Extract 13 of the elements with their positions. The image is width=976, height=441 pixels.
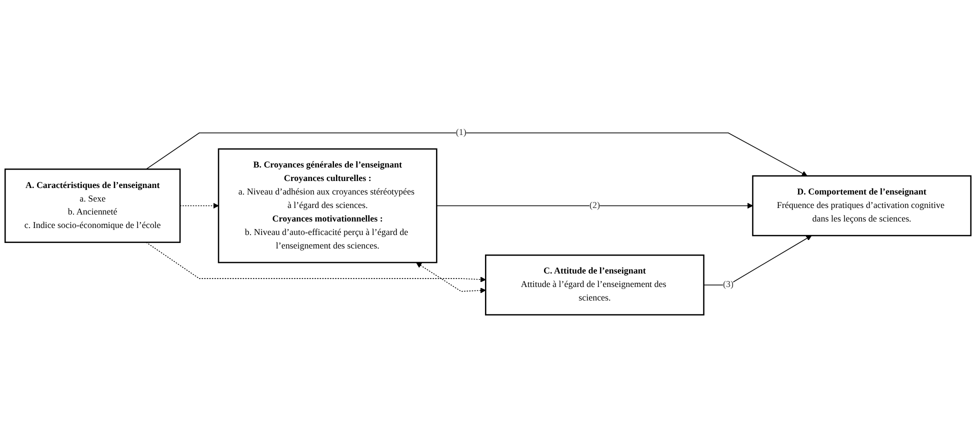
node-box: A. Caractéristiques de l’enseignant a. Sexe b. Ancienneté c. Indice socio-économique de l’école	[4, 168, 181, 243]
arrow	[436, 202, 753, 209]
arrow	[146, 132, 808, 176]
edge-label: (2)	[589, 200, 600, 211]
node-box: C. Attitude de l’enseignant Attitude à l’égard de l’enseignement des sciences.	[485, 254, 704, 316]
edge-label: (1)	[456, 128, 466, 138]
arrow	[703, 235, 812, 286]
node-box: D. Comportement de l’enseignant Fréquence des pratiques d’activation cognitive dans les leçons de sciences.	[752, 175, 972, 236]
arrow	[146, 242, 486, 282]
node-box: B. Croyances générales de l’enseignant Croyances culturelles : a. Niveau d’adhésion aux croyances stéréotypées à l’égard des sciences. Croyances motivationnelles : b. Niveau d’auto-efficacité perçu à l’égard de l’enseignement des sciences.	[218, 148, 438, 264]
arrow	[180, 202, 219, 209]
arrow	[416, 262, 486, 294]
edge-label: (3)	[723, 280, 734, 290]
